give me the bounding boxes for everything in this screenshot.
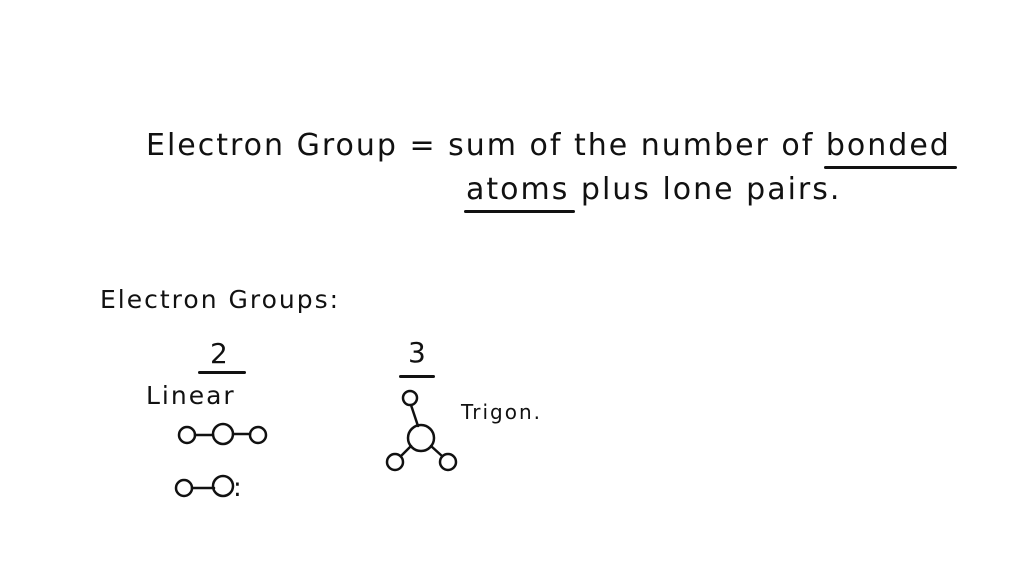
underlined-word-atoms: atoms [463,172,576,213]
atom-circle [211,422,235,446]
bond-line [409,403,420,428]
atom-circle [211,474,235,498]
definition-text-start: sum of the number of [448,128,815,163]
lone-pair-dots: : [233,473,242,503]
definition-text-end: plus lone pairs. [580,172,842,207]
atom-circle [248,425,268,445]
definition-line-1: Electron Group = sum of the number of bo… [146,128,957,169]
linear-three-atom-molecule [177,422,268,446]
trigonal-molecule [385,389,458,472]
outer-atom-circle [385,452,405,472]
atom-circle [174,478,194,498]
electron-groups-heading: Electron Groups: [100,285,341,314]
electron-group-term: Electron Group [146,128,398,163]
underlined-word-bonded: bonded [823,128,957,169]
group-count-2: 2 [210,337,230,370]
group-count-2-underline [198,371,246,374]
trigonal-label: Trigon. [461,400,543,424]
group-count-3-underline [399,375,435,378]
linear-two-atom-molecule [174,474,235,498]
atom-circle [177,425,197,445]
bond-line [429,444,444,458]
outer-atom-circle [438,452,458,472]
central-atom-circle [406,423,436,453]
equals-sign: = [409,128,437,163]
bond-line [399,444,413,458]
group-count-3: 3 [408,336,428,369]
linear-label: Linear [146,381,236,410]
outer-atom-circle [401,389,419,407]
definition-line-2: atoms plus lone pairs. [463,172,842,213]
